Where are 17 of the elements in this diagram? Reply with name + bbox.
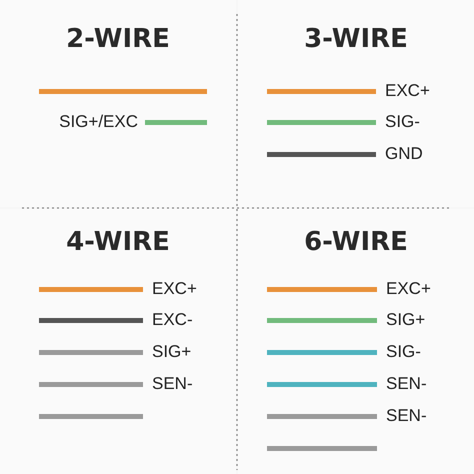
- wire-label: SIG-: [386, 342, 421, 362]
- wire-label: SIG+/EXC: [59, 112, 138, 132]
- wire-label: SIG+: [152, 342, 192, 362]
- panel-heading: 6-WIRE: [303, 227, 409, 257]
- wire-label: SEN-: [386, 374, 427, 394]
- wire-label: EXC+: [386, 279, 431, 299]
- wire-label: EXC+: [152, 279, 197, 299]
- wire-label: SIG+: [386, 310, 426, 330]
- wire-label: SEN-: [386, 406, 427, 426]
- panel-heading: 4-WIRE: [65, 227, 171, 257]
- wire-label: GND: [385, 144, 423, 164]
- wire-label: EXC-: [152, 310, 193, 330]
- panel-heading: 3-WIRE: [303, 24, 409, 54]
- wire-label: EXC+: [385, 81, 430, 101]
- wire-label: SIG-: [385, 112, 420, 132]
- wire-label: SEN-: [152, 374, 193, 394]
- panel-heading: 2-WIRE: [65, 24, 171, 54]
